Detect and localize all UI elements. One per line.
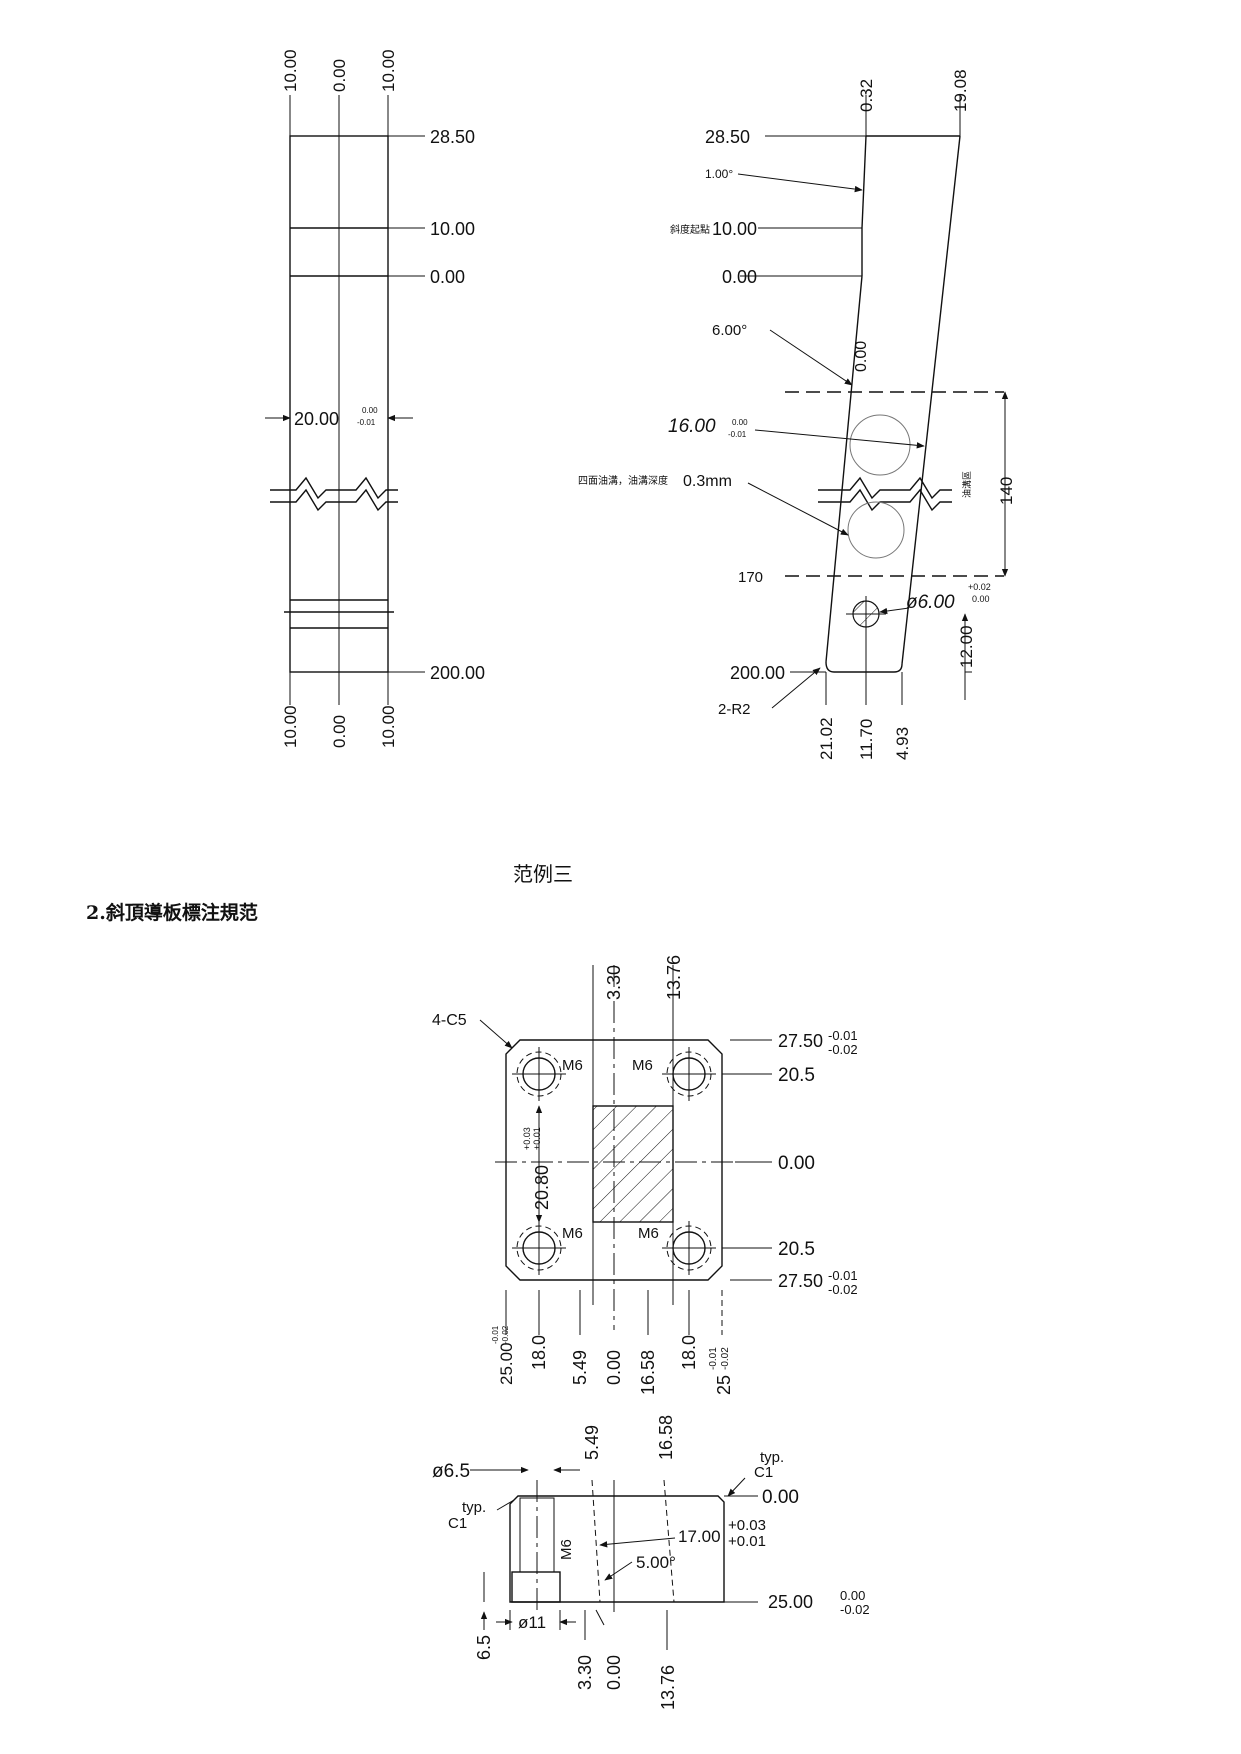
dim-12-label: 12.00	[957, 625, 976, 668]
oil-groove-region-label: 油溝區	[961, 471, 972, 498]
thread-label: M6	[632, 1057, 653, 1074]
dim-6-5: 6.5	[474, 1635, 494, 1660]
section-title: 2.斜頂導板標注規范	[86, 901, 258, 924]
fig2-top-top-label: 13.76	[664, 955, 684, 1000]
bottom-25-tol-lower: -0.02	[720, 1347, 731, 1370]
width-tol-lower: -0.01	[357, 418, 376, 427]
fig1-right-bottom-label: 11.70	[857, 719, 876, 760]
side-right-zero: 0.00	[762, 1487, 799, 1508]
fig1-left-right-label: 10.00	[430, 219, 475, 239]
thread-label: M6	[562, 1057, 583, 1074]
fig1-right-top-label: 0.32	[857, 79, 876, 112]
fig2-top-view	[479, 965, 772, 1335]
fig2-top-bottom-label: 18.0	[529, 1335, 549, 1370]
width-tol-upper: 0.00	[362, 406, 378, 415]
slot-tol-lower: +0.01	[728, 1533, 766, 1550]
c1-left: C1	[448, 1515, 467, 1532]
pocket-tol-lower: +0.01	[532, 1127, 542, 1150]
fig1-right-left-label: 10.00	[712, 219, 757, 239]
typ-left: typ.	[462, 1499, 486, 1516]
fig2-side-bottom-label: 13.76	[658, 1665, 678, 1710]
right-20-5-bottom: 20.5	[778, 1239, 815, 1260]
hole-diameter: ø6.00	[906, 592, 955, 613]
fig1-right-left-label: 0.00	[722, 267, 757, 287]
fig2-top-bottom-label: 18.0	[679, 1335, 699, 1370]
thickness-tol-lower: -0.01	[728, 430, 747, 439]
side-right-25-tol-lower: -0.02	[840, 1602, 870, 1617]
right-27-50-bottom: 27.50	[778, 1271, 823, 1291]
label-170: 170	[738, 569, 763, 586]
example-title: 范例三	[513, 862, 573, 886]
oil-groove-note: 四面油溝，油溝深度	[578, 474, 668, 487]
bottom-25-00-tol-upper: -0.01	[491, 1325, 500, 1344]
pocket-width: 20.80	[532, 1165, 552, 1210]
chamfer-note: 4-C5	[432, 1012, 467, 1029]
bottom-25: 25	[714, 1375, 734, 1395]
fig1-left-right-label: 200.00	[430, 663, 485, 683]
bottom-25-00-tol-lower: -0.02	[501, 1325, 510, 1344]
fig1-left-top-label: 10.00	[281, 49, 300, 92]
side-right-25: 25.00	[768, 1592, 813, 1612]
thread-label: M6	[562, 1225, 583, 1242]
dia-11: ø11	[518, 1613, 546, 1632]
fig1-left-top-label: 10.00	[379, 49, 398, 92]
fig1-left-view	[265, 95, 425, 705]
thickness-dimension: 16.00	[668, 416, 716, 437]
oil-groove-depth: 0.3mm	[683, 473, 732, 490]
slope-start-label: 斜度起點	[670, 223, 710, 236]
fig2-side-top-label: 5.49	[582, 1425, 602, 1460]
right-20-5-top: 20.5	[778, 1065, 815, 1086]
angle-5-label: 5.00°	[636, 1553, 676, 1572]
fig1-left-right-label: 0.00	[430, 267, 465, 287]
angle-1-label: 1.00°	[705, 167, 733, 181]
right-zero: 0.00	[778, 1153, 815, 1174]
fig2-side-view	[470, 1466, 758, 1650]
angle-6-label: 6.00°	[712, 322, 747, 339]
fig2-top-bottom-label: 0.00	[604, 1350, 624, 1385]
bottom-25-00: 25.00	[497, 1342, 516, 1385]
hole-tol-upper: +0.02	[968, 582, 991, 592]
thickness-tol-upper: 0.00	[732, 418, 748, 427]
fig2-side-bottom-label: 3.30	[575, 1655, 595, 1690]
side-right-25-tol-upper: 0.00	[840, 1588, 865, 1603]
fig1-right-left-label: 28.50	[705, 127, 750, 147]
fig2-top-top-label: 3.30	[604, 965, 624, 1000]
dia-6-5: ø6.5	[432, 1461, 470, 1482]
vertical-zero-label: 0.00	[853, 341, 870, 372]
radius-note: 2-R2	[718, 701, 751, 718]
right-27-50-tol-lower: -0.02	[828, 1042, 858, 1057]
right-27-50-bottom-tol-upper: -0.01	[828, 1268, 858, 1283]
fig2-top-bottom-label: 5.49	[570, 1350, 590, 1385]
fig1-left-top-label: 0.00	[330, 59, 349, 92]
fig1-right-bottom-label: 21.02	[817, 717, 836, 760]
right-27-50-tol-upper: -0.01	[828, 1028, 858, 1043]
fig1-left-bottom-label: 10.00	[281, 705, 300, 748]
fig1-right-view	[737, 95, 1009, 709]
hole-tol-lower: 0.00	[972, 594, 990, 604]
fig2-side-top-label: 16.58	[656, 1415, 676, 1460]
bottom-25-tol-upper: -0.01	[708, 1347, 719, 1370]
slot-tol-upper: +0.03	[728, 1517, 766, 1534]
fig2-side-bottom-label: 0.00	[604, 1655, 624, 1690]
fig1-left-bottom-label: 10.00	[379, 705, 398, 748]
fig2-top-bottom-label: 16.58	[638, 1350, 658, 1395]
right-27-50-bottom-tol-lower: -0.02	[828, 1282, 858, 1297]
side-thread-label: M6	[558, 1539, 575, 1560]
right-27-50-top: 27.50	[778, 1031, 823, 1051]
width-dimension: 20.00	[294, 409, 339, 429]
slot-dimension: 17.00	[678, 1527, 721, 1546]
fig1-right-top-label: 19.08	[951, 69, 970, 112]
c1-right: C1	[754, 1464, 773, 1481]
thread-label: M6	[638, 1225, 659, 1242]
fig1-right-left-label: 200.00	[730, 663, 785, 683]
fig1-left-bottom-label: 0.00	[330, 715, 349, 748]
fig1-left-right-label: 28.50	[430, 127, 475, 147]
typ-right: typ.	[760, 1449, 784, 1466]
dim-140-label: 140	[997, 477, 1016, 505]
fig1-right-bottom-label: 4.93	[893, 727, 912, 760]
pocket-tol-upper: +0.03	[522, 1127, 532, 1150]
